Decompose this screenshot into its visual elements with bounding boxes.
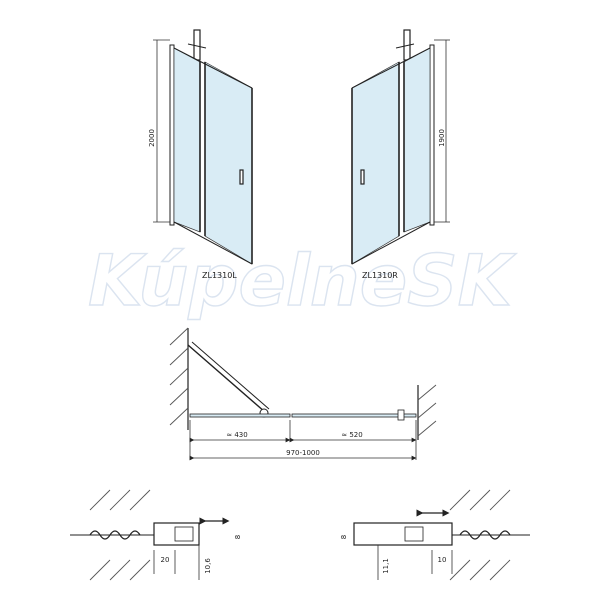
detail-right-dim-c: 8 bbox=[340, 535, 348, 539]
plan-view: ≈ 430 ≈ 520 970-1000 bbox=[169, 327, 437, 461]
detail-left-dim-b: 10,6 bbox=[204, 558, 212, 574]
watermark: KúpelneSK bbox=[88, 240, 517, 322]
door-width-label: ≈ 520 bbox=[341, 431, 362, 439]
total-width-label: 970-1000 bbox=[286, 449, 320, 457]
detail-right: 10 11,1 8 bbox=[340, 489, 530, 581]
fixed-width-label: ≈ 430 bbox=[226, 431, 247, 439]
model-label-right: ZL1310R bbox=[362, 271, 398, 280]
detail-right-dim-a: 10 bbox=[438, 556, 447, 564]
height-label-right: 1900 bbox=[438, 129, 446, 147]
detail-left: 20 10,6 8 bbox=[70, 489, 242, 581]
detail-left-dim-c: 8 bbox=[234, 535, 242, 539]
detail-right-dim-b: 11,1 bbox=[382, 558, 390, 574]
height-label-left: 2000 bbox=[148, 129, 156, 147]
front-view-left: 2000 ZL1310L bbox=[148, 29, 253, 280]
detail-left-dim-a: 20 bbox=[161, 556, 170, 564]
front-view-right: 1900 ZL1310R bbox=[351, 29, 450, 280]
model-label-left: ZL1310L bbox=[202, 271, 237, 280]
